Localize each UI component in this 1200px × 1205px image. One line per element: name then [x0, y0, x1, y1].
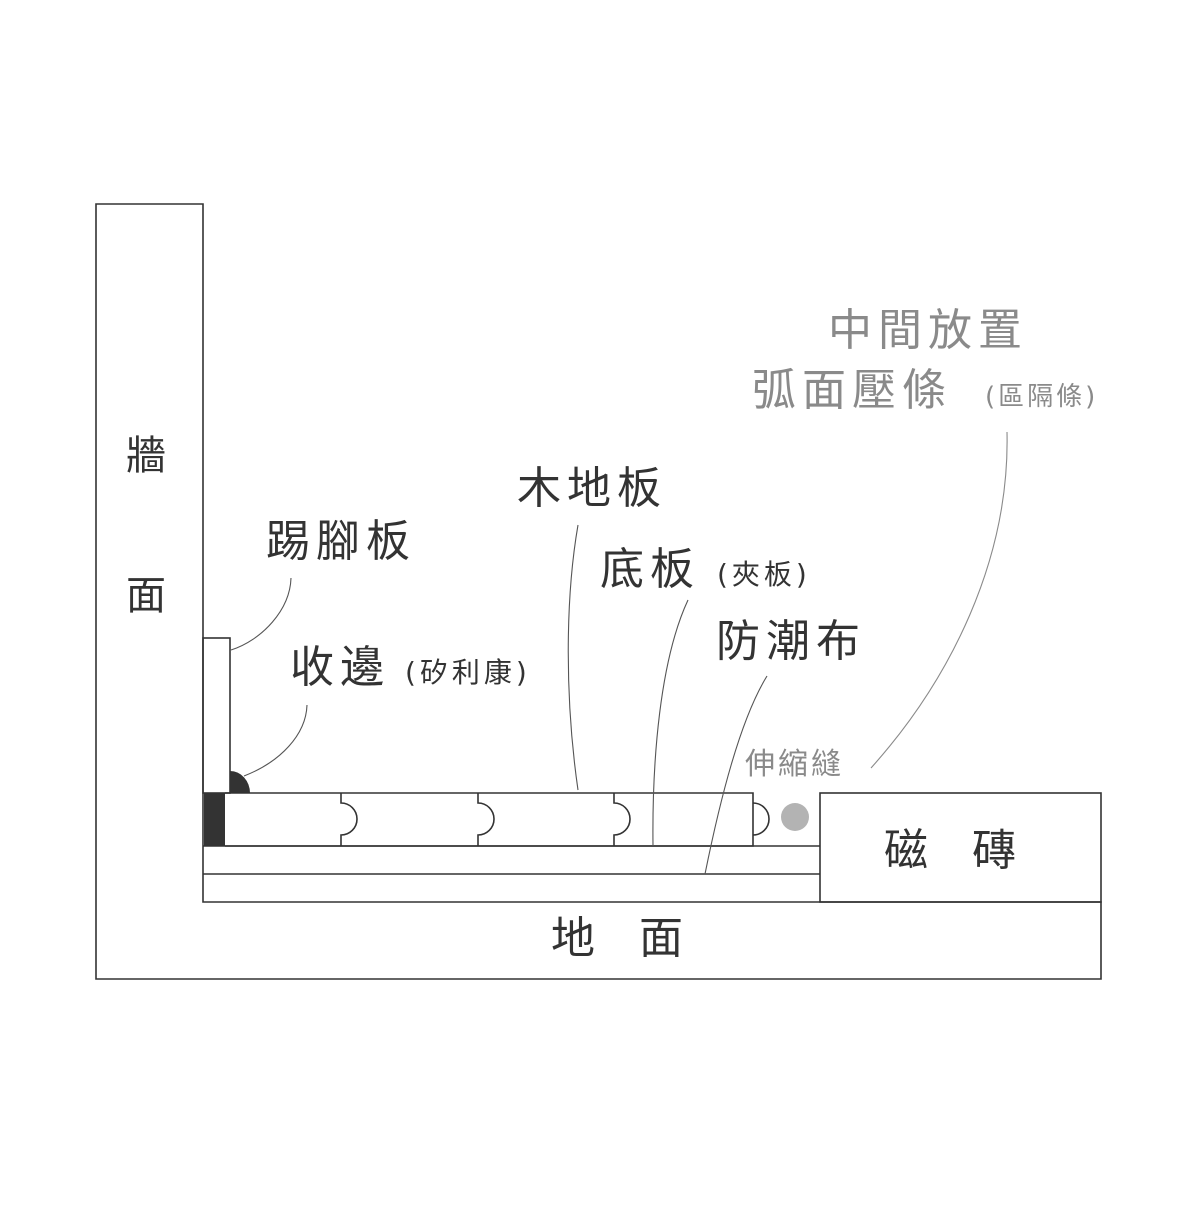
skirting-board — [202, 637, 231, 794]
edge-trim-label: 收邊 — [290, 642, 390, 693]
expansion-gap-foam-rod — [781, 803, 809, 831]
leader-moisture-cloth — [704, 675, 768, 875]
wall-label-1: 牆 — [126, 433, 166, 479]
center-strip-note: (區隔條) — [985, 382, 1098, 412]
tile-label: 磁 磚 — [884, 825, 1016, 876]
edge-trim-note: (矽利康) — [405, 656, 531, 689]
plank-joint — [752, 802, 770, 836]
wood-floor-label: 木地板 — [517, 463, 667, 514]
expansion-gap-label: 伸縮縫 — [745, 747, 844, 782]
plank-joint — [340, 793, 358, 846]
leader-edge-trim — [243, 704, 308, 777]
plank-joint — [477, 793, 495, 846]
center-strip-label-line2: 弧面壓條 — [752, 365, 952, 416]
silicone-edge-bead — [230, 771, 250, 793]
ground-label: 地 面 — [551, 913, 683, 964]
leader-center-strip — [870, 431, 1008, 769]
center-strip-label-line1: 中間放置 — [828, 305, 1028, 356]
skirting-label: 踢腳板 — [266, 516, 416, 567]
edge-filler-strip — [204, 793, 225, 846]
tile-block — [819, 792, 1102, 903]
moisture-cloth-label: 防潮布 — [716, 616, 866, 667]
wall-label-2: 面 — [126, 573, 166, 619]
wood-floor-layer — [225, 792, 754, 847]
base-board-label: 底板 — [600, 544, 700, 595]
leader-wood-floor — [567, 524, 579, 791]
plank-joint — [613, 793, 631, 846]
leader-base-board — [652, 599, 689, 847]
base-board-note: (夾板) — [717, 558, 811, 591]
leader-skirting — [230, 577, 292, 651]
